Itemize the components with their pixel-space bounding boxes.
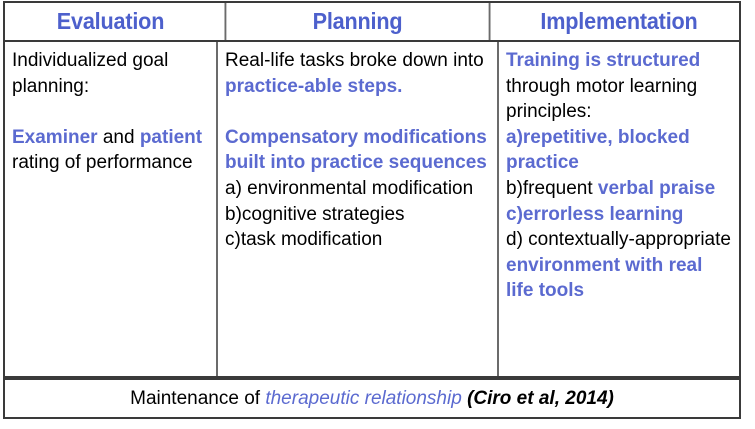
paragraph: Real-life tasks broke down into practice… <box>225 48 493 99</box>
column-header-evaluation: Evaluation <box>11 3 209 40</box>
body-text: and <box>97 126 140 148</box>
highlighted-text: verbal praise <box>597 177 716 199</box>
paragraph: Examiner and patient rating of performan… <box>12 125 212 176</box>
paragraph-spacer <box>225 99 493 125</box>
body-text: d) contextually-appropriate <box>506 229 731 251</box>
paragraph: b)cognitive strategies <box>225 202 493 228</box>
footer-emphasis-text: therapeutic relationship <box>265 387 462 409</box>
cell-implementation: Training is structured through motor lea… <box>499 42 739 376</box>
paragraph: Individualized goal planning: <box>12 48 212 99</box>
highlighted-text: Compensatory modifications built into pr… <box>225 126 487 174</box>
column-header-implementation: Implementation <box>506 3 732 40</box>
paragraph: Compensatory modifications built into pr… <box>225 125 493 176</box>
paragraph: Training is structured through motor lea… <box>506 48 735 125</box>
paragraph-spacer <box>12 99 212 125</box>
body-text: b)frequent <box>506 177 598 199</box>
body-text: through motor learning principles: <box>506 75 698 123</box>
body-text: Individualized goal planning: <box>12 50 169 97</box>
column-header-implementation-label: Implementation <box>540 8 698 34</box>
paragraph: c)errorless learning <box>506 202 735 228</box>
highlighted-text: Examiner <box>12 126 98 148</box>
footer-citation-text: (Ciro et al, 2014) <box>461 387 614 409</box>
cell-planning: Real-life tasks broke down into practice… <box>216 42 499 376</box>
table-body-row: Individualized goal planning: Examiner an… <box>3 42 741 378</box>
intervention-framework-table: Evaluation Planning Implementation Indiv… <box>3 1 741 419</box>
column-header-planning-label: Planning <box>312 8 403 34</box>
body-text: Real-life tasks broke down into <box>225 50 484 71</box>
body-text: c)task modification <box>225 229 383 251</box>
paragraph: b)frequent verbal praise <box>506 176 735 202</box>
highlighted-text: Training is structured <box>506 50 701 71</box>
paragraph: a) environmental modification <box>225 176 493 202</box>
table-header-row: Evaluation Planning Implementation <box>3 1 741 42</box>
table-footer-row: Maintenance of therapeutic relationship … <box>3 378 741 419</box>
highlighted-text: practice-able steps. <box>225 75 403 97</box>
paragraph: a)repetitive, blocked practice <box>506 125 735 176</box>
body-text: a) environmental modification <box>225 177 474 199</box>
footer-lead-text: Maintenance of <box>130 387 266 409</box>
column-header-planning: Planning <box>224 3 491 40</box>
highlighted-text: environment with real life tools <box>506 254 703 302</box>
highlighted-text: patient <box>139 126 203 148</box>
cell-evaluation: Individualized goal planning: Examiner an… <box>5 42 216 376</box>
paragraph: c)task modification <box>225 227 493 253</box>
highlighted-text: c)errorless learning <box>506 203 684 225</box>
body-text: b)cognitive strategies <box>225 203 405 225</box>
paragraph: d) contextually-appropriate environment … <box>506 227 735 304</box>
body-text: rating of performance <box>12 152 193 174</box>
column-header-evaluation-label: Evaluation <box>56 8 165 34</box>
highlighted-text: a)repetitive, blocked practice <box>506 126 690 174</box>
